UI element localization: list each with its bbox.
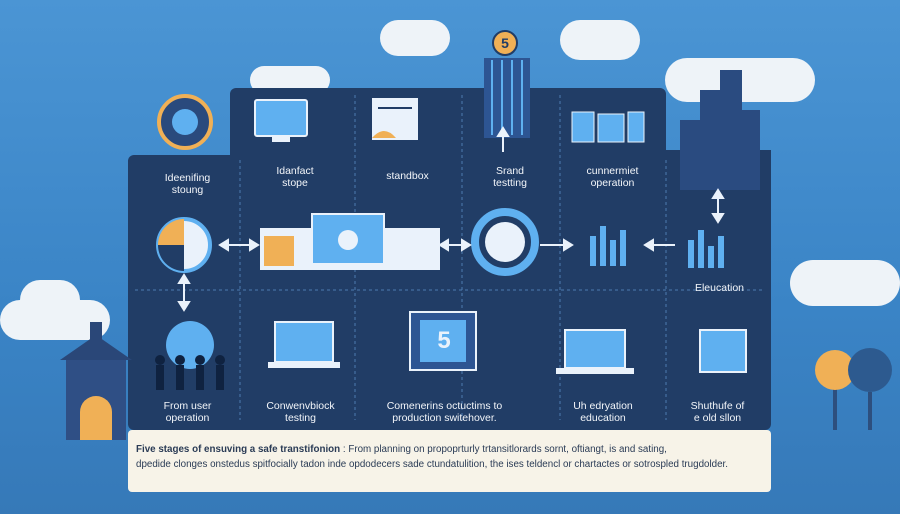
caption-text-1: : From planning on propoprturly trtansit… [342,444,667,455]
label-shutdown: Shuthufe of e old sllon [690,400,745,424]
bar-chart-icon [688,230,724,268]
cloud [380,20,450,56]
label-impact: Idanfact stope [276,165,314,189]
monitor-icon [254,99,308,142]
monitor-number-text: 5 [437,327,451,354]
step-badge: 5 [492,30,518,56]
diagram-panel [128,155,771,430]
step-badge-number: 5 [501,35,509,51]
label-education: Uh edryation education [573,400,633,424]
cloud [560,20,640,60]
team-gear-icon [155,321,225,390]
tree-icon [815,348,892,430]
caption-lead: Five stages of ensuving a safe transtifo… [136,444,341,455]
church-building-icon [60,322,132,440]
label-commencing: Comenerins octuctims to production swite… [386,400,503,424]
cloud [790,260,900,306]
pie-chart-icon [156,217,212,273]
bar-chart-icon [590,226,626,266]
label-sandbox: standbox [386,170,429,182]
screens-icon [571,111,645,143]
label-education-top: Eleucation [694,282,745,294]
city-skyline-icon [680,70,760,190]
caption-box: Five stages of ensuving a safe transtifo… [128,430,771,492]
laptop-icon [556,329,634,374]
document-icon [372,98,418,140]
laptop-icon [268,321,340,368]
monitor-icon [409,311,477,371]
ring-icon [471,208,539,276]
label-strand: Srand testting [493,165,527,189]
label-current: cunnermiet operation [586,165,639,189]
label-from-user: From user operation [163,400,212,424]
monitor-number: 5 [428,324,460,358]
arrow-icon [177,126,725,312]
gear-icon [157,94,213,150]
tower-icon [484,58,530,138]
caption-line-1: Five stages of ensuving a safe transtifo… [136,442,763,457]
label-convenience: Conwenvbiock testing [266,400,335,424]
platform-icon [260,213,440,270]
cloud [20,280,80,320]
monitor-icon [699,329,747,373]
label-identifying: Ideenifing stoung [164,172,211,196]
caption-text-2: dpedide clonges onstedus spitfocially ta… [136,459,728,470]
